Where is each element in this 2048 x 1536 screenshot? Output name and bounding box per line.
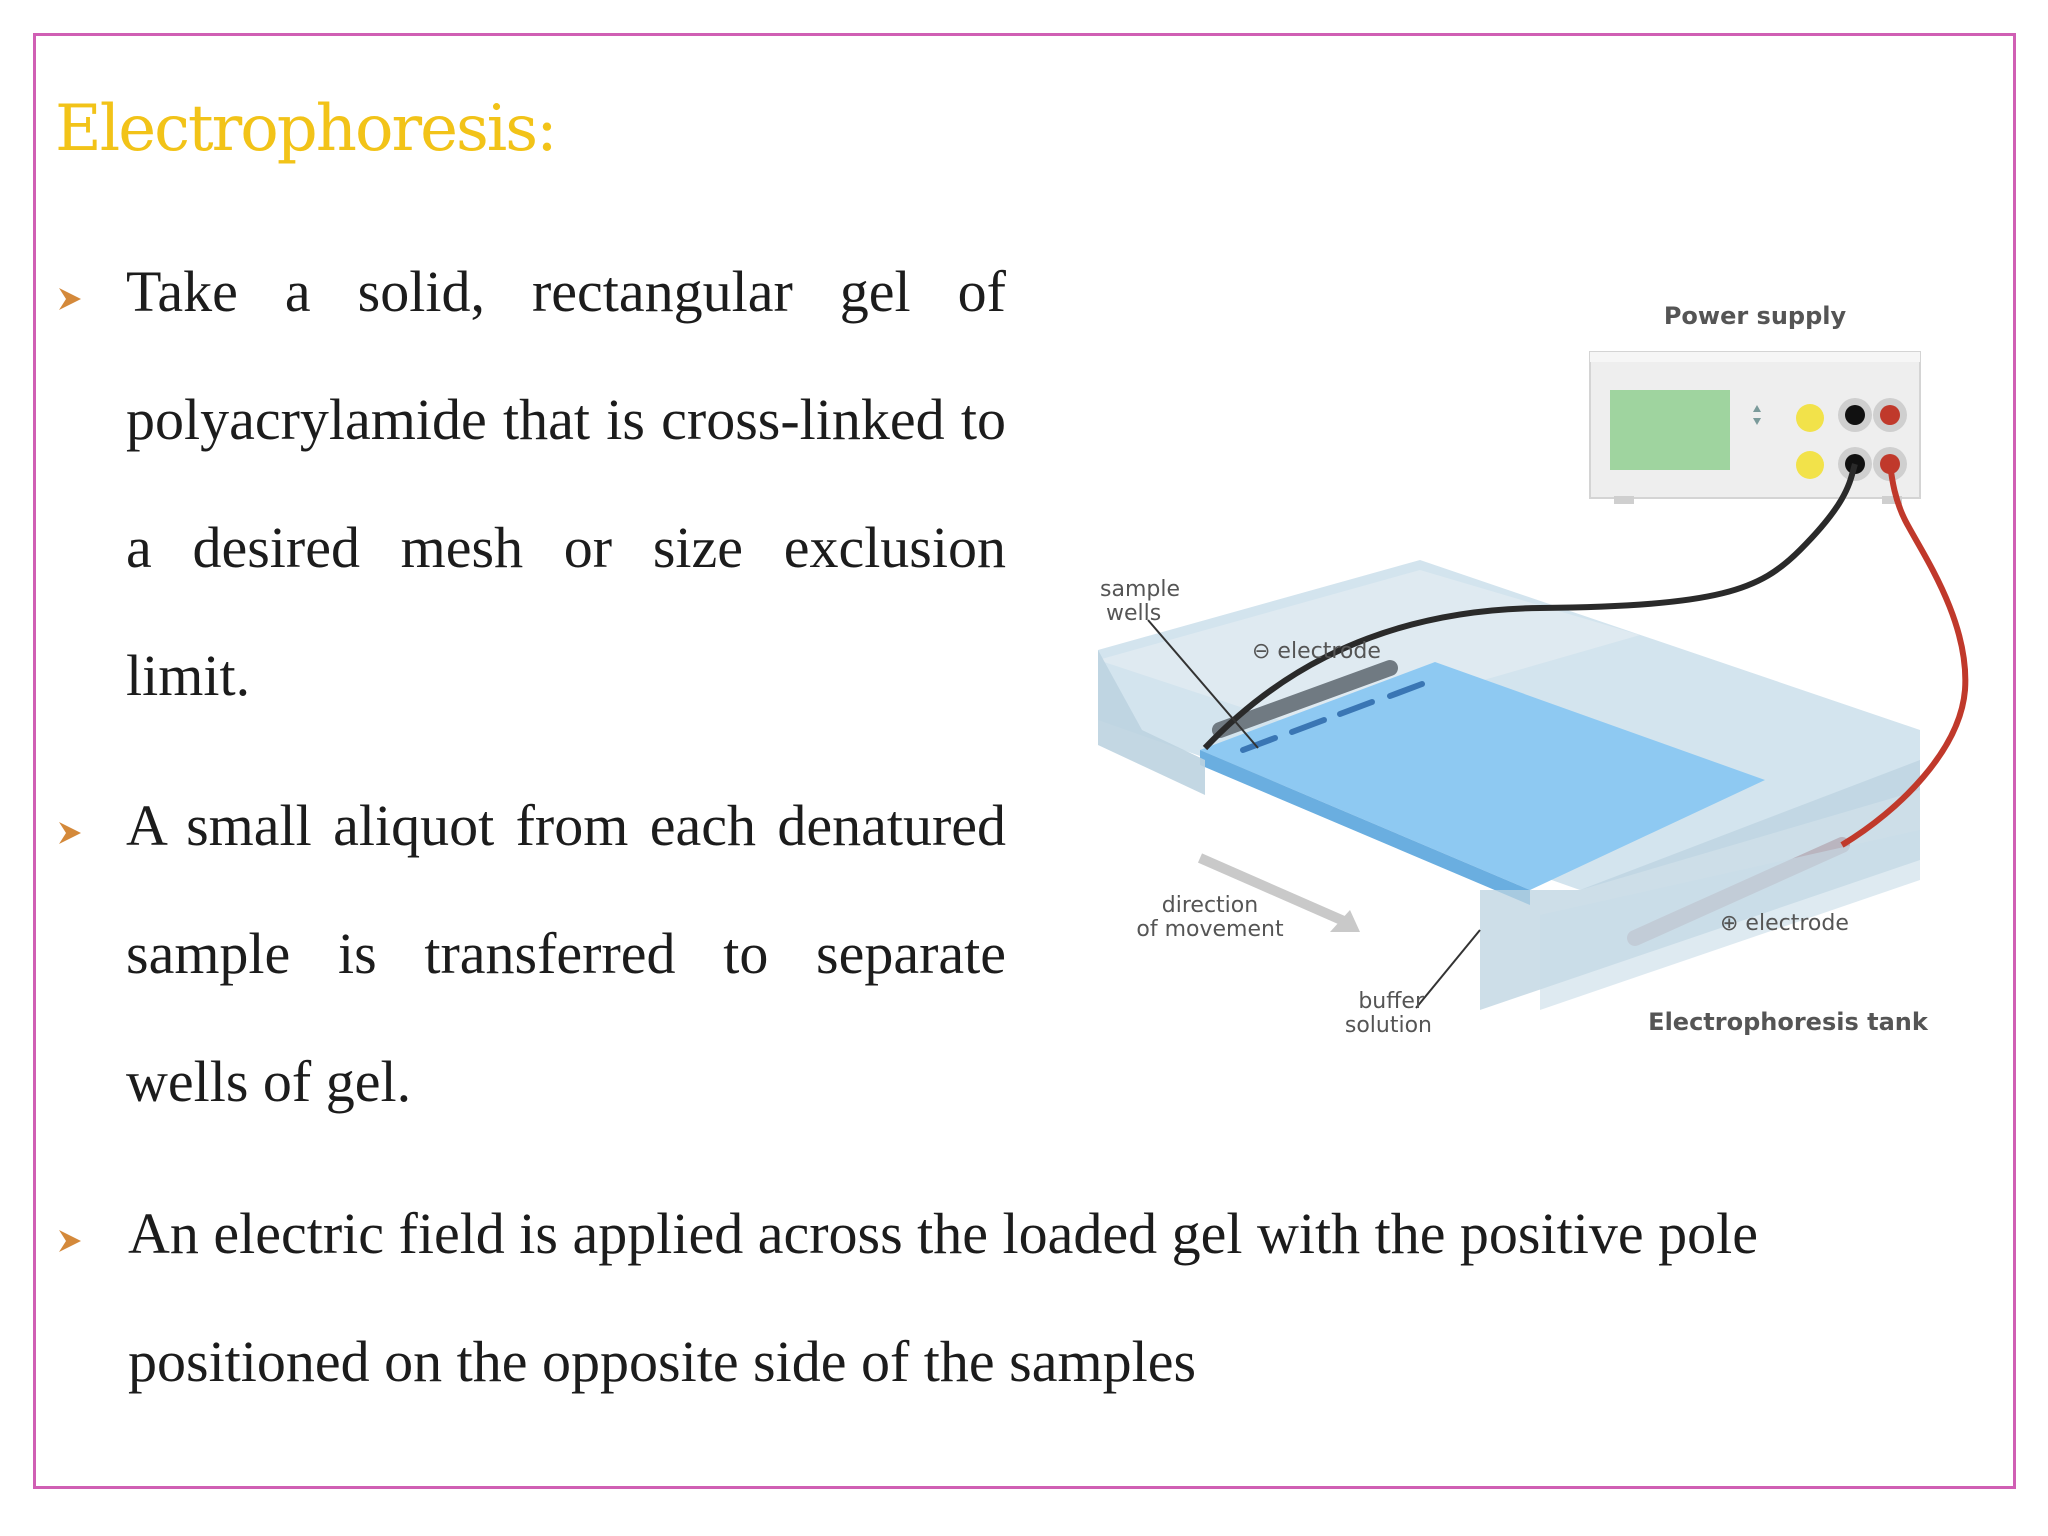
gel-slab <box>1200 662 1765 890</box>
tank-label: Electrophoresis tank <box>1648 1008 1929 1036</box>
slide-title: Electrophoresis: <box>55 92 558 166</box>
sample-wells <box>1240 681 1425 753</box>
sample-wells-label-line1: sample <box>1100 577 1180 602</box>
arrow-bullet-icon <box>55 816 85 856</box>
positive-electrode-label: ⊕ electrode <box>1720 911 1849 936</box>
electrophoresis-diagram: Power supply sampl <box>1060 290 1980 1070</box>
power-supply-label: Power supply <box>1664 302 1847 330</box>
sample-wells-label-line2: wells <box>1106 601 1161 626</box>
arrow-bullet-icon <box>55 1224 85 1264</box>
bullet-text-1: Take a solid, rectangular gel of polyacr… <box>126 259 1006 708</box>
buffer-label-line1: buffer <box>1358 989 1425 1014</box>
red-wire <box>1840 463 1969 848</box>
bullet-text-3: An electric field is applied across the … <box>128 1201 1758 1394</box>
bullet-text-2: A small aliquot from each denatured samp… <box>126 793 1006 1114</box>
direction-label-line1: direction <box>1162 893 1258 918</box>
slide-border <box>33 33 2016 1489</box>
negative-electrode-bar <box>1212 660 1398 738</box>
power-supply-box <box>1589 351 1921 504</box>
arrow-bullet-icon <box>55 282 85 322</box>
direction-label-line2: of movement <box>1136 917 1284 942</box>
direction-arrow-icon <box>1197 853 1360 932</box>
negative-electrode-label: ⊖ electrode <box>1252 639 1381 664</box>
black-wire <box>1202 463 1858 751</box>
buffer-label-line2: solution <box>1345 1013 1432 1038</box>
